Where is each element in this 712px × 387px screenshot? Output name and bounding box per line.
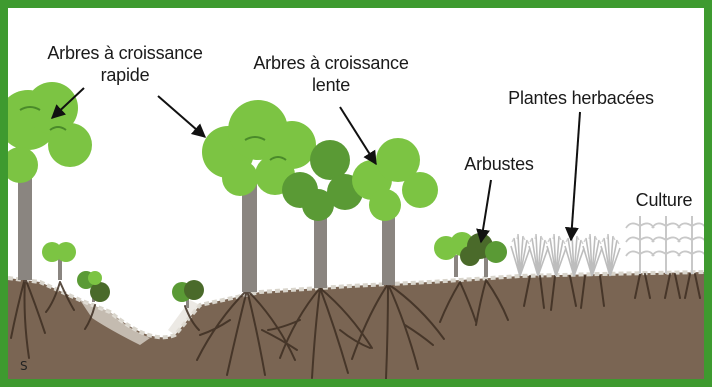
label-fast-trees: Arbres à croissance rapide: [30, 42, 220, 86]
label-slow-trees: Arbres à croissance lente: [236, 52, 426, 96]
label-slow-trees-line2: lente: [236, 74, 426, 96]
label-slow-trees-line1: Arbres à croissance: [236, 52, 426, 74]
label-herbaceous: Plantes herbacées: [496, 87, 666, 109]
label-crop: Culture: [628, 189, 700, 211]
label-shrubs: Arbustes: [454, 153, 544, 175]
label-fast-trees-line1: Arbres à croissance: [30, 42, 220, 64]
label-fast-trees-line2: rapide: [30, 64, 220, 86]
corner-mark: S: [20, 359, 28, 373]
